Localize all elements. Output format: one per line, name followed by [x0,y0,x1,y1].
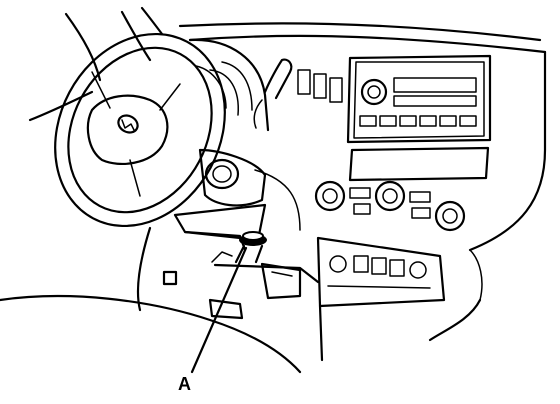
steering-logo [117,114,139,134]
callout-a-leader [190,246,248,374]
lower-center-panel [316,236,446,362]
climate-control [314,180,466,232]
mode-knob [434,200,466,232]
dash-switches [297,69,343,103]
lower-dash [0,226,320,374]
callout-a-label: A [178,374,191,394]
volume-knob [360,78,388,106]
combination-lever [253,58,293,129]
fan-knob [374,180,406,212]
preset-buttons [359,115,477,127]
steering-column [173,148,267,242]
temp-knob [314,180,346,212]
steering-wheel [54,32,226,228]
audio-unit [346,54,492,182]
component-a [234,231,267,264]
a-pillar-lines [28,6,164,122]
